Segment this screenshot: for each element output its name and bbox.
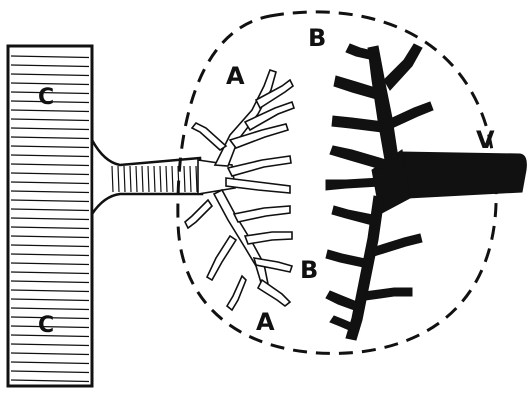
label-trachea-lower: C xyxy=(38,313,54,338)
label-lobule-upper: B xyxy=(308,24,326,52)
label-vessel: V xyxy=(476,126,495,154)
label-trachea-upper: C xyxy=(38,85,54,110)
label-bronchiole-lower: A xyxy=(256,308,275,336)
vessel-tree[interactable] xyxy=(326,44,526,340)
branch-rings xyxy=(112,166,197,192)
bronchiole-tree xyxy=(185,70,294,310)
label-bronchiole-upper: A xyxy=(226,62,245,90)
label-lobule-lower: B xyxy=(300,256,318,284)
branch-tube xyxy=(92,140,202,214)
